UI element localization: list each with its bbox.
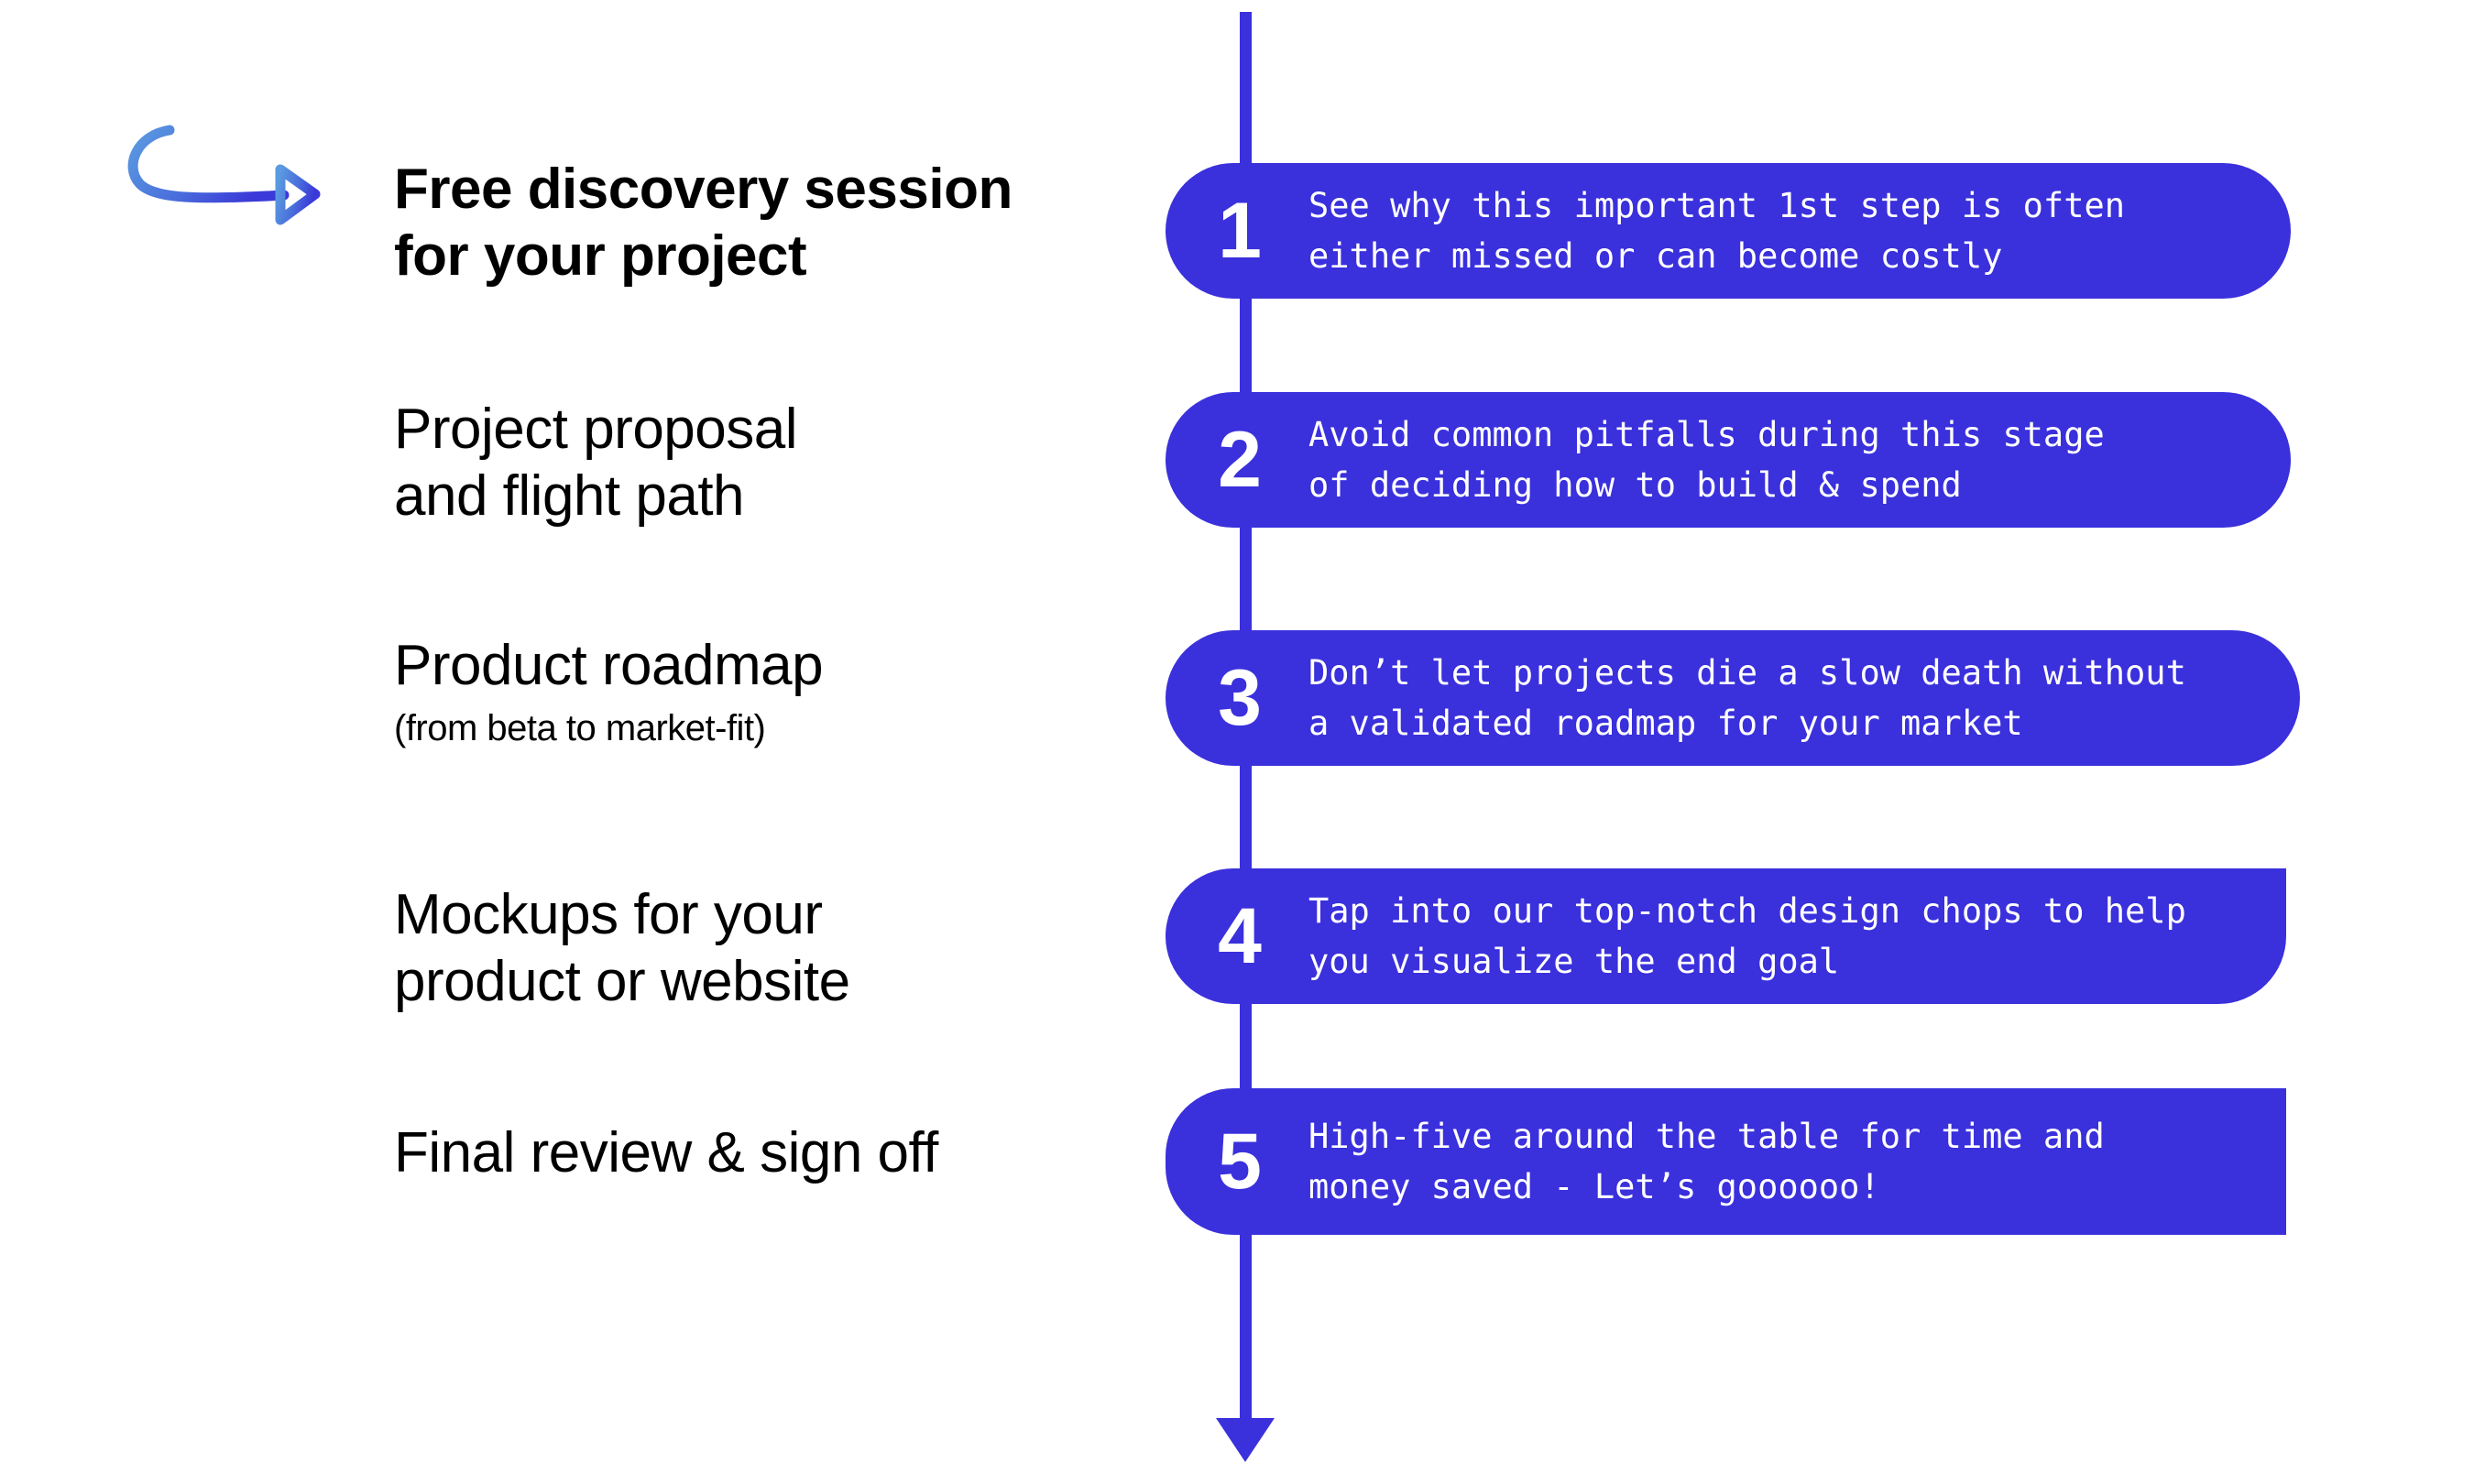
step-card-text: Avoid common pitfalls during this stage … [1308,414,2105,506]
step-card-text: High-five around the table for time and … [1308,1116,2105,1207]
step-card-5[interactable]: 5 High-five around the table for time an… [1166,1088,2286,1235]
step-label-title: Free discovery session for your project [394,158,1013,289]
step-card-text: Tap into our top-notch design chops to h… [1308,890,2186,982]
step-label-2: Project proposal and flight path [394,396,798,529]
step-label-subtitle: (from beta to market-fit) [394,708,766,749]
step-card-text: See why this important 1st step is often… [1308,185,2126,277]
step-card-text: Don’t let projects die a slow death with… [1308,652,2186,744]
step-number: 3 [1218,654,1262,742]
step-label-5: Final review & sign off [394,1119,938,1186]
step-number: 5 [1218,1118,1262,1206]
step-label-4: Mockups for your product or website [394,881,850,1015]
step-label-title: Project proposal and flight path [394,398,798,529]
step-label-title: Product roadmap [394,634,824,697]
step-label-1: Free discovery session for your project [394,156,1013,289]
step-number: 1 [1218,187,1262,275]
step-label-title: Mockups for your product or website [394,883,850,1014]
step-card-2[interactable]: 2 Avoid common pitfalls during this stag… [1166,392,2291,528]
step-card-4[interactable]: 4 Tap into our top-notch design chops to… [1166,868,2286,1004]
step-card-3[interactable]: 3 Don’t let projects die a slow death wi… [1166,630,2300,766]
step-label-3: Product roadmap (from beta to market-fit… [394,632,824,750]
step-card-1[interactable]: 1 See why this important 1st step is oft… [1166,163,2291,299]
step-number: 2 [1218,416,1262,504]
step-number: 4 [1218,892,1262,980]
down-arrow-icon [1216,1418,1275,1462]
step-label-title: Final review & sign off [394,1121,938,1184]
curved-arrow-icon [119,119,348,256]
